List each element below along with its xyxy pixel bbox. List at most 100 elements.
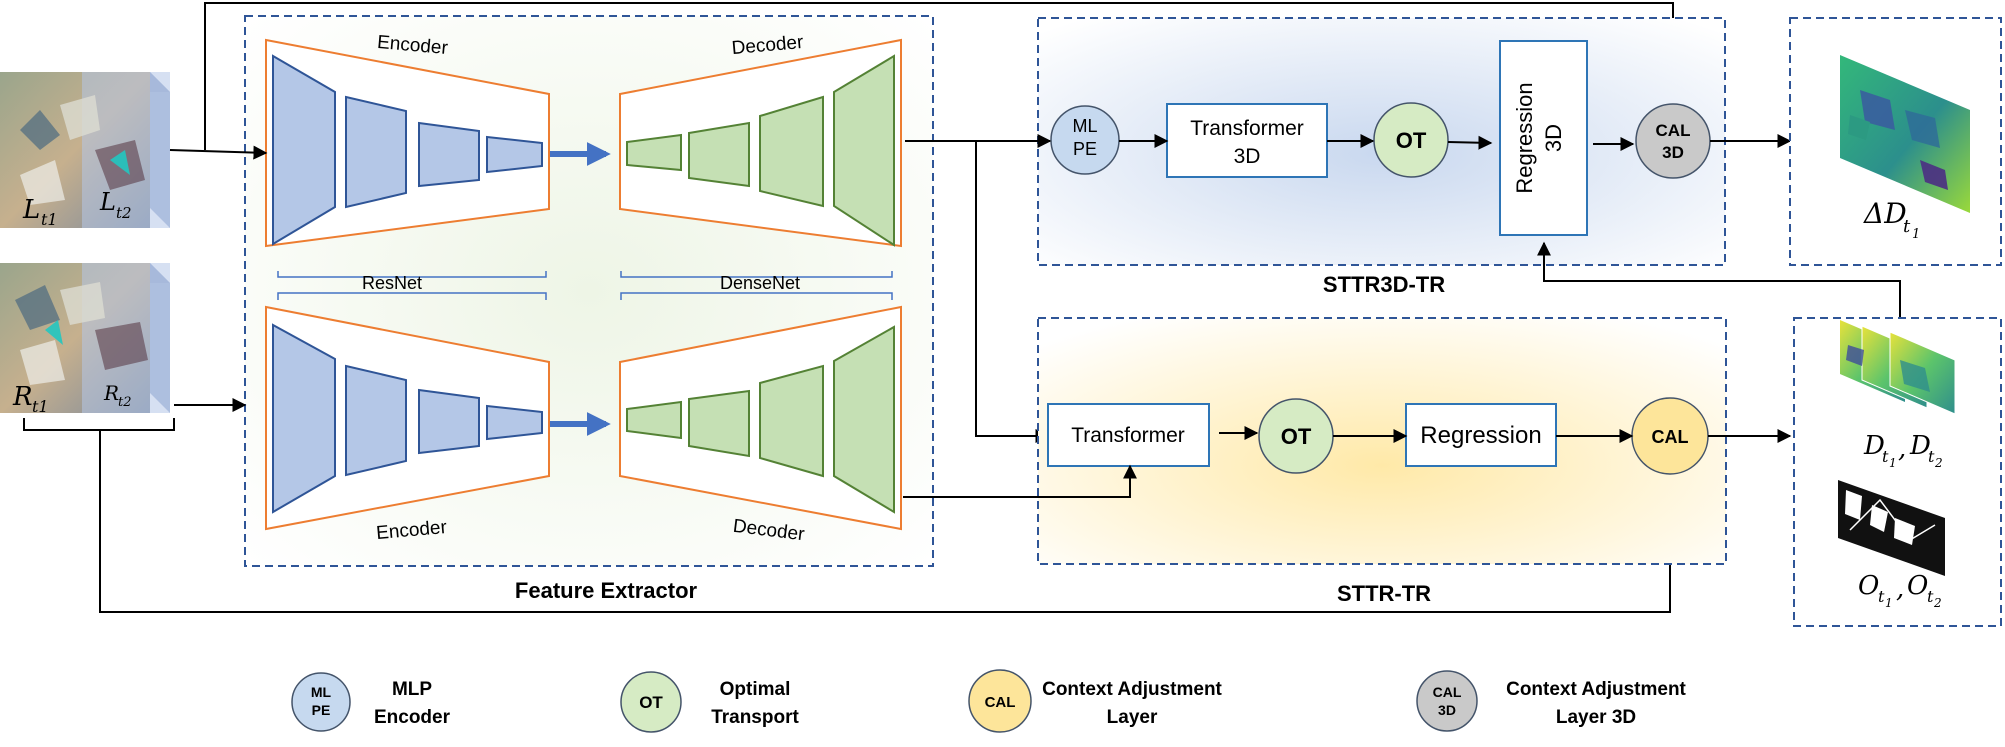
legend-ot-line1: Optimal <box>720 679 791 700</box>
resnet-brace-top <box>277 271 547 278</box>
input-right-t1: R <box>12 382 33 412</box>
legend-cal-3d-line1: Context Adjustment <box>1506 679 1686 700</box>
right-stack-bracket <box>23 418 175 431</box>
decoder-top-block-4 <box>833 54 895 247</box>
input-left-t1-sub: t1 <box>41 210 58 229</box>
legend-mlpe-badge <box>291 672 351 732</box>
decoder-to-transformer-arrow <box>903 464 1137 498</box>
input-left-t2: L <box>99 188 116 216</box>
disp-d2-subsub: 2 <box>1934 456 1943 470</box>
encoder-top-block-2 <box>345 95 407 209</box>
legend-ot-badge <box>620 671 682 733</box>
ot-to-regression-3d-arrow <box>1447 135 1493 150</box>
occ-o1-subsub: 1 <box>1885 596 1893 610</box>
decoder-bottom-block-3 <box>759 364 824 478</box>
legend-mlpe-badge-line1: ML <box>311 684 332 700</box>
disp-d1-label: D <box>1863 431 1885 461</box>
sttr3d-title: STTR3D-TR <box>1323 272 1445 297</box>
occ-o2-sub: t <box>1927 587 1934 606</box>
occ-o2-subsub: 2 <box>1933 596 1942 610</box>
decoder-bottom-block-1 <box>626 400 682 440</box>
legend-cal-line2: Layer <box>1107 707 1158 728</box>
legend-ot-badge-label: OT <box>639 693 663 712</box>
legend-mlpe-line2: Encoder <box>374 707 451 728</box>
legend-ot-line2: Transport <box>711 707 799 728</box>
cal-3d-line2: 3D <box>1662 143 1684 162</box>
legend-cal-badge-label: CAL <box>985 694 1016 711</box>
branch-to-transformer-arrow <box>975 141 1050 443</box>
regression-3d-box <box>1499 40 1588 236</box>
decoder-top-block-1 <box>626 133 682 172</box>
occlusion-image <box>1838 480 1945 576</box>
densenet-brace-top <box>620 271 893 278</box>
feature-extractor-title: Feature Extractor <box>515 578 698 603</box>
legend-item-cal-3d: CAL 3D Context Adjustment Layer 3D <box>1416 670 1687 732</box>
regression-box <box>1405 403 1557 467</box>
legend-cal-3d-line2: Layer 3D <box>1556 707 1636 728</box>
encoder-bottom-frame <box>265 305 550 531</box>
encoder-top-block-4 <box>486 135 543 174</box>
input-left-t1: L <box>22 195 40 225</box>
densenet-brace-bottom <box>620 292 893 300</box>
legend-cal-3d-badge-line2: 3D <box>1438 702 1456 718</box>
encoder-top-block-1 <box>272 54 336 246</box>
densenet-label: DenseNet <box>720 273 800 293</box>
regression-3d-line2: 3D <box>1541 124 1566 152</box>
input-right-t1-sub: t1 <box>32 397 49 416</box>
mlpe-line1: ML <box>1072 116 1097 136</box>
delta-d-image <box>1840 55 1970 213</box>
legend: ML PE MLP Encoder OT Optimal Transport C… <box>291 669 1687 733</box>
resnet-brace-bottom <box>277 292 547 300</box>
occ-o1-label: O <box>1858 571 1879 601</box>
decoder-top-block-3 <box>759 95 824 208</box>
legend-item-mlpe: ML PE MLP Encoder <box>291 672 451 732</box>
encoder-bottom-block-4 <box>486 404 543 441</box>
mlpe-line2: PE <box>1073 139 1097 159</box>
input-right-t2: R <box>103 381 119 405</box>
transformer-3d-line2: 3D <box>1234 145 1261 168</box>
decoder-top-block-2 <box>688 121 750 188</box>
delta-d-label: ΔD <box>1863 197 1907 230</box>
legend-cal-badge <box>968 669 1032 733</box>
cal-label: CAL <box>1652 427 1689 447</box>
regression-3d-line1: Regression <box>1512 82 1537 193</box>
cal-3d-line1: CAL <box>1656 121 1691 140</box>
legend-item-cal: CAL Context Adjustment Layer <box>968 669 1223 733</box>
encoder-top-frame <box>265 38 550 248</box>
cal-3d-node <box>1635 103 1711 179</box>
sttr-title: STTR-TR <box>1337 581 1431 606</box>
left-input-arrow <box>169 145 268 160</box>
ot-label: OT <box>1281 424 1312 449</box>
transformer-label: Transformer <box>1071 424 1185 447</box>
legend-mlpe-line1: MLP <box>392 679 432 700</box>
disparity-image-stack <box>1840 320 1956 415</box>
delta-d-sub: t <box>1903 216 1911 237</box>
input-left-t2-sub: t2 <box>116 204 132 222</box>
legend-cal-3d-badge-line1: CAL <box>1433 684 1462 700</box>
disp-sep: , <box>1898 434 1906 464</box>
legend-item-ot: OT Optimal Transport <box>620 671 799 733</box>
resnet-label: ResNet <box>362 273 422 293</box>
legend-cal-line1: Context Adjustment <box>1042 679 1222 700</box>
transformer-box <box>1047 403 1210 467</box>
occ-o1-sub: t <box>1878 587 1885 606</box>
occ-sep: , <box>1896 574 1904 604</box>
delta-d-subsub: 1 <box>1912 227 1920 242</box>
encoder-top-block-3 <box>418 121 480 188</box>
legend-cal-3d-badge <box>1416 670 1478 732</box>
right-image-stack <box>0 263 170 413</box>
disp-d1-subsub: 1 <box>1889 456 1897 470</box>
output-feedback-arrow <box>1537 241 1901 318</box>
regression-label: Regression <box>1420 422 1541 449</box>
decoder-bottom-block-4 <box>833 325 895 514</box>
occ-o2-label: O <box>1907 571 1928 601</box>
encoder-bottom-block-1 <box>272 323 336 514</box>
ot-3d-label: OT <box>1396 128 1427 153</box>
disp-d1-sub: t <box>1882 447 1889 466</box>
disp-d2-sub: t <box>1928 447 1935 466</box>
decoder-bottom-block-2 <box>688 389 750 458</box>
legend-mlpe-badge-line2: PE <box>312 702 331 718</box>
transformer-3d-line1: Transformer <box>1190 117 1304 140</box>
